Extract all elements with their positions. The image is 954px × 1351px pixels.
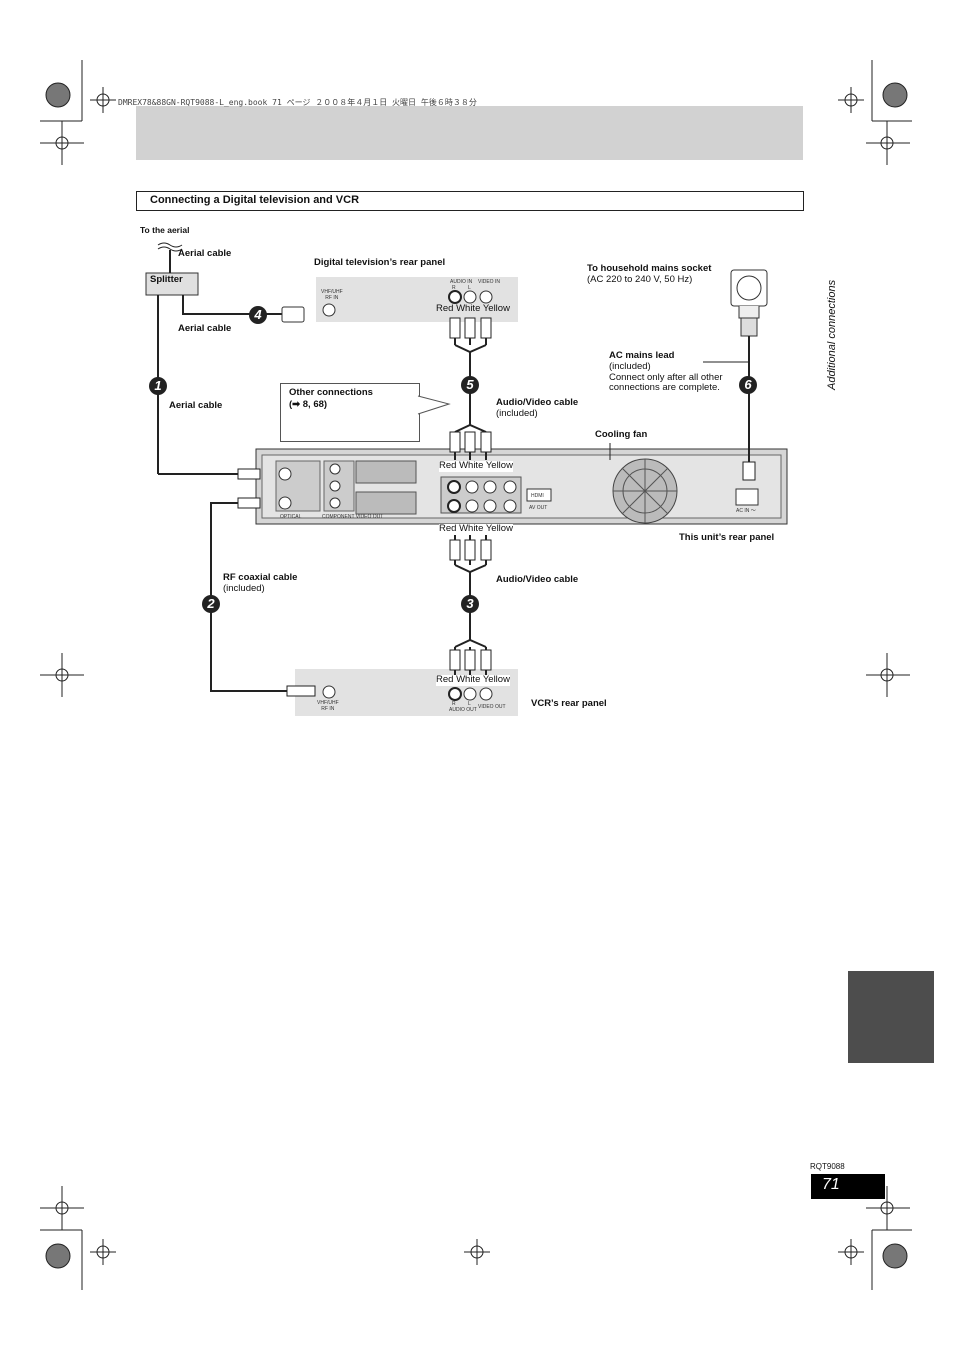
vcr-panel-title: VCR’s rear panel bbox=[531, 698, 607, 709]
unit-hdmi-label: HDMI bbox=[531, 493, 544, 499]
step-marker-2: 2 bbox=[202, 595, 220, 613]
splitter-label: Splitter bbox=[150, 274, 183, 285]
aerial-cable-unit-label: Aerial cable bbox=[169, 400, 223, 411]
tv-aerial-plug bbox=[281, 306, 305, 323]
header-band bbox=[136, 106, 803, 160]
unit-component-label: COMPONENT VIDEO OUT bbox=[322, 514, 384, 520]
av-cable-3-title: Audio/Video cable bbox=[496, 574, 579, 585]
vcr-audio-out-label: AUDIO OUT bbox=[449, 707, 477, 713]
step-marker-4: 4 bbox=[249, 306, 267, 324]
side-tab bbox=[848, 971, 934, 1063]
page-number-box bbox=[811, 1174, 885, 1199]
page-code: RQT9088 bbox=[810, 1162, 845, 1171]
step-marker-3: 3 bbox=[461, 595, 479, 613]
page-number: 71 bbox=[822, 1176, 840, 1193]
unit-ac-in-label: AC IN ～ bbox=[736, 508, 756, 514]
tv-colors-label: Red White Yellow bbox=[436, 303, 510, 314]
ac-lead-note-3: connections are complete. bbox=[609, 382, 720, 393]
other-connections-title: Other connections bbox=[289, 387, 373, 398]
tv-panel-title: Digital television’s rear panel bbox=[314, 257, 446, 268]
splitter-box bbox=[145, 272, 199, 296]
ac-lead-title: AC mains lead bbox=[609, 350, 675, 361]
av-cable-5-note: (included) bbox=[496, 408, 538, 419]
tv-audio-in-label: AUDIO IN bbox=[450, 279, 473, 285]
mains-socket-title: To household mains socket bbox=[587, 263, 712, 274]
vcr-l-label: L bbox=[468, 701, 471, 707]
aerial-cable-mid-label: Aerial cable bbox=[178, 323, 232, 334]
tv-video-in-label: VIDEO IN bbox=[478, 279, 500, 285]
section-title: Connecting a Digital television and VCR bbox=[150, 194, 360, 206]
ac-lead-note-1: (included) bbox=[609, 361, 651, 372]
unit-colors-top-label: Red White Yellow bbox=[439, 460, 513, 472]
step-marker-5: 5 bbox=[461, 376, 479, 394]
vcr-video-out-label: VIDEO OUT bbox=[478, 704, 506, 710]
other-connections-ref: (➡ 8, 68) bbox=[289, 399, 328, 410]
registration-marks bbox=[40, 60, 912, 1290]
unit-optical-label: OPTICAL bbox=[280, 514, 302, 520]
aerial-cable-top-label: Aerial cable bbox=[178, 248, 232, 259]
cooling-fan-label: Cooling fan bbox=[595, 429, 648, 440]
ac-lead-note-2: Connect only after all other bbox=[609, 372, 723, 383]
rf-cable-note: (included) bbox=[223, 583, 265, 594]
rf-cable-title: RF coaxial cable bbox=[223, 572, 298, 583]
vcr-r-label: R bbox=[452, 701, 456, 707]
tv-r-label: R bbox=[452, 285, 456, 291]
section-box bbox=[136, 191, 804, 211]
vcr-rf-in-label: VHF/UHF RF IN bbox=[317, 700, 339, 712]
step-marker-6: 6 bbox=[739, 376, 757, 394]
tv-rf-in-label: VHF/UHF RF IN bbox=[321, 289, 343, 301]
unit-colors-bottom-label: Red White Yellow bbox=[439, 523, 513, 535]
to-aerial-label: To the aerial bbox=[140, 225, 190, 235]
unit-av-out-label: AV OUT bbox=[529, 505, 548, 511]
vcr-colors-label: Red White Yellow bbox=[436, 674, 510, 686]
tv-l-label: L bbox=[468, 285, 471, 291]
step-marker-1: 1 bbox=[149, 377, 167, 395]
mains-socket-note: (AC 220 to 240 V, 50 Hz) bbox=[587, 274, 693, 285]
unit-rear-panel-label: This unit’s rear panel bbox=[679, 532, 775, 543]
av-cable-5-title: Audio/Video cable bbox=[496, 397, 579, 408]
other-connections-callout bbox=[280, 383, 420, 442]
print-metadata: DMREX78&88GN-RQT9088-L_eng.book 71 ページ ２… bbox=[118, 98, 477, 107]
